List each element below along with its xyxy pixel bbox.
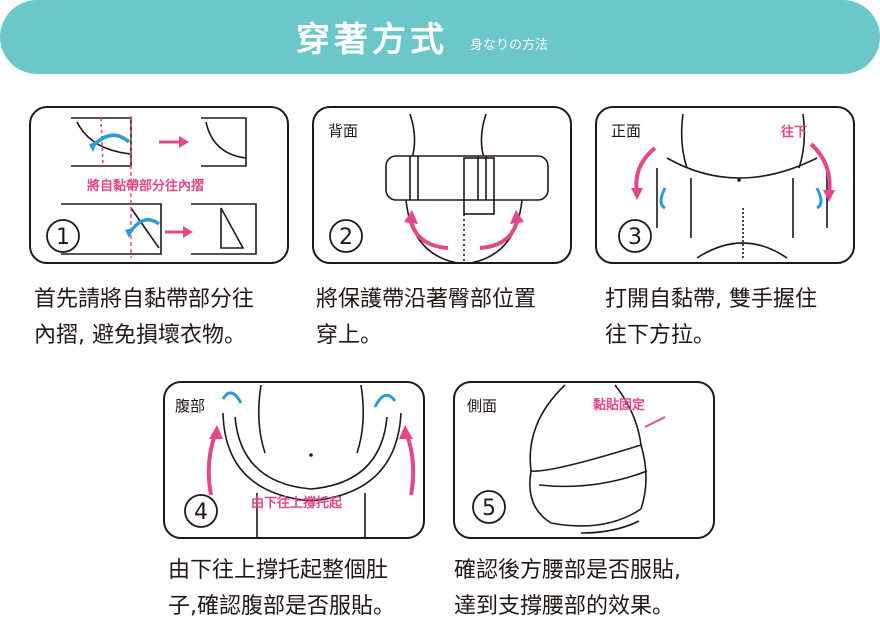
step-5-panel-label: 側面 <box>467 397 498 415</box>
step-2-number: 2 <box>339 225 353 250</box>
step-5-caption: 確認後方腰部是否服貼, 達到支撐腰部的效果。 <box>454 553 681 625</box>
step-4-panel-label: 腹部 <box>175 397 206 415</box>
step-1-pink-label: 將自黏帶部分往內摺 <box>87 178 204 194</box>
step-1-panel: 將自黏帶部分往內摺 1 <box>29 106 289 264</box>
step-1-caption-line1: 首先請將自黏帶部分往 <box>34 287 255 312</box>
step-3-number: 3 <box>628 225 642 250</box>
step-5-caption-line1: 確認後方腰部是否服貼, <box>454 558 681 583</box>
step-1-number-circle <box>46 219 80 253</box>
step-2-number-circle <box>329 219 363 253</box>
step-4-panel: 腹部 由下往上撐托起 4 <box>163 381 425 539</box>
step-4-number: 4 <box>194 500 208 525</box>
step-5-caption-line2: 達到支撐腰部的效果。 <box>454 594 675 619</box>
step-4-illustration: 由下往上撐托起 4 <box>184 384 416 537</box>
step-4-caption: 由下往上撐托起整個肚 子,確認腹部是否服貼。 <box>168 553 395 625</box>
step-3-illustration: 往下 3 <box>618 113 835 259</box>
step-3-caption-line2: 往下方拉。 <box>605 323 716 348</box>
step-4-caption-line2: 子,確認腹部是否服貼。 <box>168 594 395 619</box>
step-1-illustration: 將自黏帶部分往內摺 1 <box>46 116 257 258</box>
step-3-caption: 打開自黏帶, 雙手握住 往下方拉。 <box>605 282 817 354</box>
step-2-illustration: 2 <box>329 113 549 262</box>
step-1-caption-line2: 內摺, 避免損壞衣物。 <box>34 323 246 348</box>
step-3-panel: 正面 往下 3 <box>595 106 855 264</box>
step-2-panel-label: 背面 <box>328 122 359 140</box>
step-3-caption-line1: 打開自黏帶, 雙手握住 <box>605 287 817 312</box>
step-5-pink-label: 黏貼固定 <box>593 397 645 413</box>
step-2-caption: 將保護帶沿著臀部位置 穿上。 <box>316 282 536 354</box>
step-1-number: 1 <box>56 225 70 250</box>
step-2-caption-line1: 將保護帶沿著臀部位置 <box>316 287 537 312</box>
page-title: 穿著方式 <box>296 20 448 60</box>
step-5-panel: 側面 黏貼固定 5 <box>453 381 715 539</box>
step-3-panel-label: 正面 <box>611 122 642 140</box>
step-3-pink-label: 往下 <box>781 124 807 140</box>
step-5-number: 5 <box>482 496 496 521</box>
blue-arrow-icon <box>89 133 131 150</box>
step-3-number-circle <box>618 219 652 253</box>
step-2-panel: 背面 2 <box>312 106 572 264</box>
step-4-caption-line1: 由下往上撐托起整個肚 <box>168 558 389 583</box>
step-1-caption: 首先請將自黏帶部分往 內摺, 避免損壞衣物。 <box>34 282 254 354</box>
step-4-pink-label: 由下往上撐托起 <box>251 495 343 511</box>
step-5-number-circle <box>472 490 506 524</box>
step-2-caption-line2: 穿上。 <box>316 323 383 348</box>
step-4-number-circle <box>184 494 218 528</box>
header-banner: 穿著方式 身なりの方法 <box>0 0 880 74</box>
step-5-illustration: 黏貼固定 5 <box>472 384 666 534</box>
page-subtitle: 身なりの方法 <box>470 38 549 53</box>
